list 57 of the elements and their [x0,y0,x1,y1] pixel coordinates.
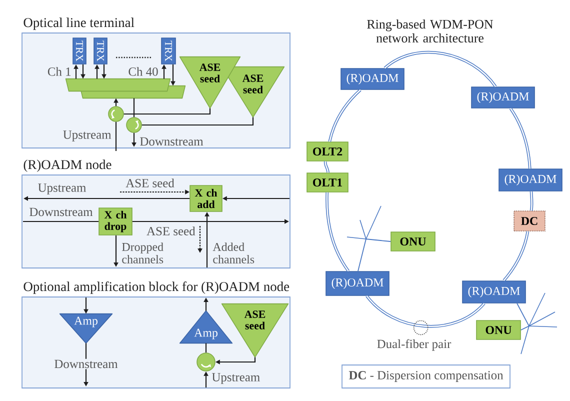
edge-label: Downstream [140,137,204,146]
line [142,117,254,126]
node-box: (R)OADM [340,68,404,90]
circulator-symbol [108,106,124,122]
line [124,108,211,115]
node-box: ONU [390,232,436,252]
seed-triangle: ASE seed [179,56,241,109]
line [133,98,135,118]
edge-label: Upstream [38,184,86,194]
transceiver-box: TRX [161,38,176,64]
fiber-ring-line [502,231,530,282]
fiber-ring-line [530,191,534,211]
edge-label: Upstream [212,373,260,384]
line [516,302,530,330]
node-box: (R)OADM [498,168,562,192]
process-box: X ch drop [98,208,132,236]
node-box: (R)OADM [471,86,535,108]
fiber-ring-line [384,51,497,88]
edge-label: Upstream [63,130,112,142]
fiber-ring-line [324,161,330,173]
node-box: DC [514,210,546,232]
seed-triangle: ASE seed [221,303,289,358]
title: Ring-based WDM-PON network architecture [367,19,494,43]
line [115,122,117,151]
edge-label: Downstream [30,208,93,216]
edge-label: ASE seed [126,178,174,188]
node-label: Optional amplification block for (R)OADM node [24,282,290,294]
fiber-ring-line [366,294,486,328]
amplifier-triangle: Amp [179,310,233,344]
circulator-symbol [196,352,216,372]
fiber-ring-line [326,192,350,272]
text-label: ASE seed [146,226,196,236]
node-label: (R)OADM node [24,160,112,172]
text-label: Ch 40 [128,67,158,76]
text-label: Dual-fiber pair [377,339,452,351]
edge-label: Dropped channels [122,242,164,264]
process-box: X ch add [190,185,222,212]
line [205,343,207,353]
node-box: OLT2 [306,142,348,162]
node-box: (R)OADM [326,271,390,296]
node-box: (R)OADM [462,280,526,304]
node-label: Optical line terminal [24,18,134,30]
edge-label: Added channels [212,242,254,264]
node-box: ONU [476,320,521,340]
text-label: Ch 1 [48,67,71,76]
line [23,220,99,222]
node-box: OLT1 [306,172,348,192]
line [358,238,392,272]
fiber-ring-line [509,108,532,169]
amplifier-triangle: Amp [59,313,113,344]
transceiver-box: TRX [94,38,108,64]
edge-label: Downstream [53,358,119,370]
legend-box: DC - Dispersion compensation [342,364,510,388]
fiber-ring-line [328,88,362,142]
trapezoid-block [65,78,171,92]
transceiver-box: TRX [72,38,86,64]
circulator-symbol [126,117,142,133]
